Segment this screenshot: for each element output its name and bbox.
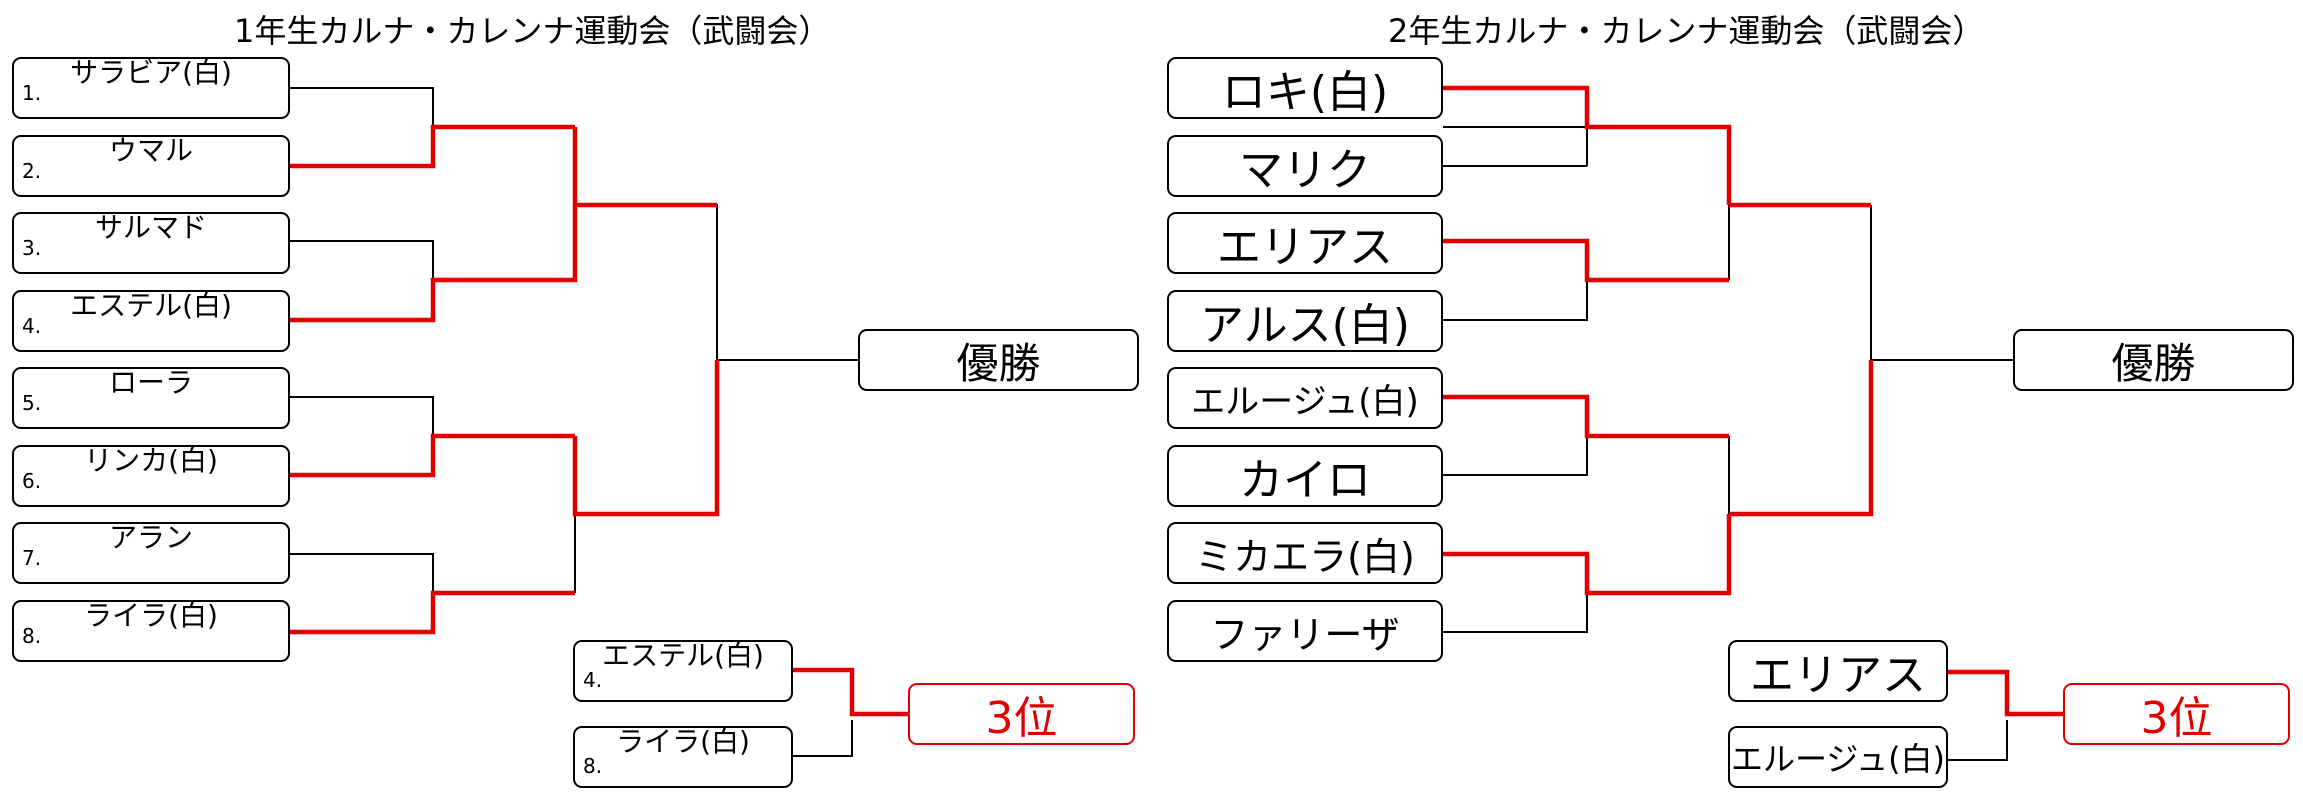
left-entrant-1: サラビア(白) 1. bbox=[12, 56, 290, 119]
right-entrant-5: エルージュ(白) bbox=[1167, 367, 1443, 429]
entrant-seed: 8. bbox=[583, 754, 603, 778]
entrant-seed: 8. bbox=[22, 624, 42, 648]
left-entrant-2: ウマル 2. bbox=[12, 134, 290, 197]
left-third-entrant-1: エステル(白) 4. bbox=[573, 639, 793, 702]
entrant-name: サルマド bbox=[94, 211, 207, 244]
entrant-seed: 7. bbox=[22, 546, 42, 570]
entrant-seed: 3. bbox=[22, 236, 42, 260]
champion-label: 優勝 bbox=[2111, 338, 2196, 388]
entrant-name: アルス(白) bbox=[1200, 300, 1410, 351]
entrant-name: エリアス bbox=[1750, 650, 1926, 701]
right-entrant-3: エリアス bbox=[1167, 212, 1443, 274]
right-entrant-4: アルス(白) bbox=[1167, 290, 1443, 352]
right-entrant-7: ミカエラ(白) bbox=[1167, 522, 1443, 584]
right-third-entrant-1: エリアス bbox=[1728, 640, 1948, 702]
right-bracket-title: 2年生カルナ・カレンナ運動会（武闘会） bbox=[1388, 12, 1985, 50]
entrant-name: ライラ(白) bbox=[616, 725, 750, 758]
left-champion-box: 優勝 bbox=[858, 329, 1139, 391]
entrant-seed: 4. bbox=[22, 314, 42, 338]
right-entrant-8: ファリーザ bbox=[1167, 600, 1443, 662]
entrant-name: アラン bbox=[108, 521, 193, 554]
right-champion-box: 優勝 bbox=[2013, 329, 2294, 391]
entrant-seed: 5. bbox=[22, 391, 42, 415]
right-entrant-2: マリク bbox=[1167, 135, 1443, 197]
left-entrant-5: ローラ 5. bbox=[12, 366, 290, 429]
left-bracket-title: 1年生カルナ・カレンナ運動会（武闘会） bbox=[234, 12, 831, 50]
entrant-seed: 6. bbox=[22, 469, 42, 493]
right-entrant-1: ロキ(白) bbox=[1167, 57, 1443, 119]
entrant-name: マリク bbox=[1239, 145, 1371, 196]
third-place-label: 3位 bbox=[2140, 693, 2213, 744]
right-third-place-box: 3位 bbox=[2063, 683, 2290, 745]
entrant-name: エルージュ(白) bbox=[1730, 740, 1946, 778]
entrant-name: エステル(白) bbox=[602, 639, 764, 672]
left-entrant-8: ライラ(白) 8. bbox=[12, 599, 290, 662]
entrant-name: ミカエラ(白) bbox=[1195, 534, 1415, 579]
right-entrant-6: カイロ bbox=[1167, 445, 1443, 507]
champion-label: 優勝 bbox=[956, 338, 1041, 388]
entrant-name: ロキ(白) bbox=[1221, 67, 1389, 118]
left-entrant-4: エステル(白) 4. bbox=[12, 289, 290, 352]
right-third-entrant-2: エルージュ(白) bbox=[1728, 726, 1948, 788]
entrant-name: ローラ bbox=[108, 366, 193, 399]
left-entrant-3: サルマド 3. bbox=[12, 211, 290, 274]
entrant-seed: 1. bbox=[22, 81, 42, 105]
entrant-seed: 2. bbox=[22, 159, 42, 183]
third-place-label: 3位 bbox=[985, 693, 1058, 744]
entrant-name: リンカ(白) bbox=[84, 444, 218, 477]
entrant-seed: 4. bbox=[583, 668, 603, 692]
entrant-name: ライラ(白) bbox=[84, 599, 218, 632]
entrant-name: ウマル bbox=[108, 134, 193, 167]
left-entrant-7: アラン 7. bbox=[12, 521, 290, 584]
entrant-name: エリアス bbox=[1217, 222, 1393, 273]
left-third-place-box: 3位 bbox=[908, 683, 1135, 745]
entrant-name: エルージュ(白) bbox=[1191, 381, 1419, 422]
left-entrant-6: リンカ(白) 6. bbox=[12, 444, 290, 507]
left-third-entrant-2: ライラ(白) 8. bbox=[573, 725, 793, 788]
entrant-name: ファリーザ bbox=[1210, 612, 1400, 657]
entrant-name: カイロ bbox=[1239, 455, 1371, 506]
entrant-name: エステル(白) bbox=[70, 289, 232, 322]
bracket-win-lines bbox=[290, 85, 2063, 717]
entrant-name: サラビア(白) bbox=[70, 56, 232, 89]
